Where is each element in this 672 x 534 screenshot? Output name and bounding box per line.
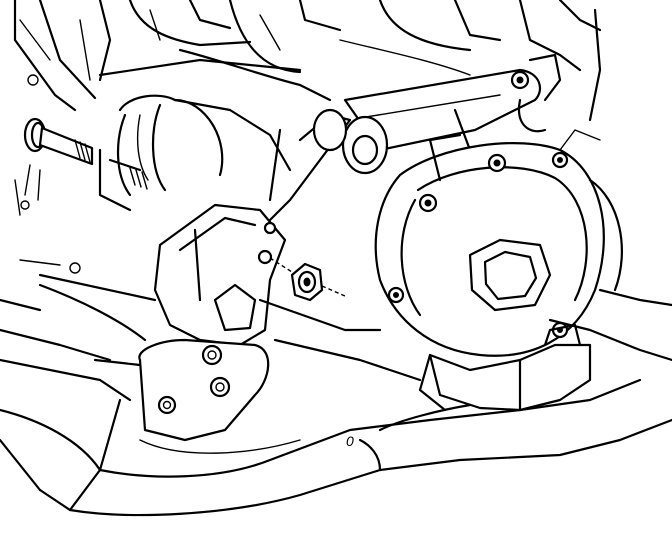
- torque-strut: [268, 53, 562, 222]
- mount-bracket: [153, 203, 287, 347]
- mount-through-bolt: [14, 117, 148, 216]
- upper-engine-structure: [13, 0, 602, 122]
- lower-mount-plate: [68, 338, 270, 512]
- frame-crossmember: [0, 259, 422, 382]
- callout-marker: 0: [346, 433, 354, 449]
- transaxle-housing: [374, 129, 623, 357]
- mount-nut: [269, 257, 346, 302]
- drive-shaft-housing: [117, 94, 292, 197]
- right-lower-mount: [418, 323, 592, 412]
- lower-body-outline: [0, 288, 672, 517]
